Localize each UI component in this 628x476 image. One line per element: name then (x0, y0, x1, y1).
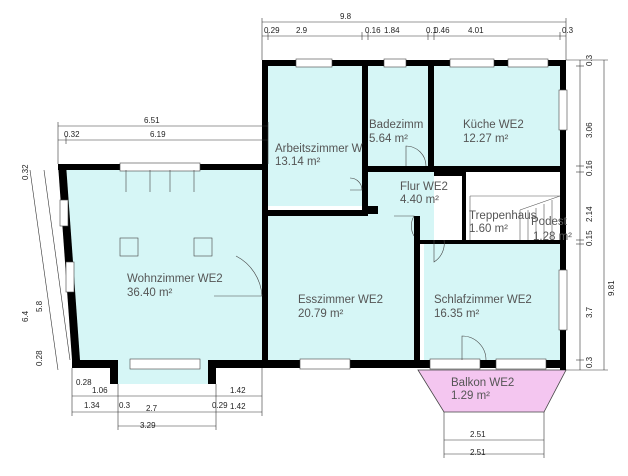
label-badezimmer: Badezimm (369, 119, 423, 131)
dim-side-0-32: 0.32 (21, 164, 30, 180)
esszimmer-fill (268, 216, 414, 360)
dim-right-0-3a: 0.3 (585, 54, 594, 66)
windows (59, 58, 568, 370)
label-flur: Flur WE2 (400, 181, 448, 193)
dim-bot-2-51b: 2.51 (470, 448, 486, 457)
dim-top-0-16: 0.16 (365, 26, 381, 35)
area-podest: 1.28 m² (533, 231, 572, 243)
dim-top-total: 9.8 (340, 12, 352, 21)
dimension-labels: 9.8 0.29 2.9 0.16 1.84 0.1 0.46 4.01 0.3… (21, 12, 616, 457)
label-schlafzimmer: Schlafzimmer WE2 (434, 294, 532, 306)
dim-bot-2-51a: 2.51 (470, 430, 486, 439)
label-wohnzimmer: Wohnzimmer WE2 (127, 273, 223, 285)
dim-top-2-9: 2.9 (296, 26, 308, 35)
dim-bot-0-29: 0.29 (212, 401, 228, 410)
dim-top-4-01: 4.01 (468, 26, 484, 35)
dim-bot-0-3: 0.3 (119, 401, 131, 410)
dim-side-6-4: 6.4 (21, 310, 30, 322)
room-fills (64, 66, 567, 413)
arbeitszimmer-fill (268, 66, 362, 206)
dim-left-6-19: 6.19 (150, 130, 166, 139)
label-treppenhaus: Treppenhaus (469, 210, 537, 222)
dim-bot-1-06: 1.06 (92, 386, 108, 395)
area-esszimmer: 20.79 m² (298, 308, 344, 320)
area-flur: 4.40 m² (400, 194, 439, 206)
area-badezimmer: 5.64 m² (369, 133, 408, 145)
room-labels: Arbeitszimmer W 13.14 m² Badezimm 5.64 m… (127, 119, 572, 402)
dim-right-0-3b: 0.3 (585, 356, 594, 368)
dim-bot-3-29: 3.29 (140, 421, 156, 430)
dim-top-0-46: 0.46 (434, 26, 450, 35)
dim-left-0-32: 0.32 (64, 130, 80, 139)
dim-right-2-14: 2.14 (585, 206, 594, 222)
area-treppenhaus: 1.60 m² (469, 223, 508, 235)
dim-left-6-51: 6.51 (144, 116, 160, 125)
dimension-lines (29, 18, 608, 458)
dim-bot-1-34: 1.34 (84, 401, 100, 410)
kueche-fill (434, 66, 560, 166)
dim-bot-2-7: 2.7 (146, 404, 158, 413)
dim-side-5-8: 5.8 (35, 300, 44, 312)
schlafzimmer-fill (424, 244, 560, 360)
dim-right-3-06: 3.06 (585, 122, 594, 138)
label-kueche: Küche WE2 (463, 119, 524, 131)
dim-right-9-81: 9.81 (607, 280, 616, 296)
area-kueche: 12.27 m² (463, 133, 509, 145)
label-podest: Podest (531, 216, 568, 228)
label-balkon: Balkon WE2 (451, 377, 514, 389)
dim-side-0-28: 0.28 (35, 350, 44, 366)
dim-bot-1-42b: 1.42 (230, 402, 246, 411)
area-schlafzimmer: 16.35 m² (434, 308, 480, 320)
label-arbeitszimmer: Arbeitszimmer W (275, 143, 363, 155)
dim-right-3-7: 3.7 (585, 306, 594, 318)
badezimmer-fill (368, 66, 428, 166)
dim-right-0-15: 0.15 (585, 230, 594, 246)
area-balkon: 1.29 m² (451, 390, 490, 402)
wohnzimmer-fill (64, 170, 262, 384)
dim-bot-0-28: 0.28 (76, 378, 92, 387)
area-wohnzimmer: 36.40 m² (127, 287, 173, 299)
dim-top-0-1: 0.1 (426, 26, 438, 35)
dim-bot-1-42a: 1.42 (230, 386, 246, 395)
stairs (469, 195, 561, 240)
dim-right-0-16: 0.16 (585, 160, 594, 176)
dim-top-1-84: 1.84 (384, 26, 400, 35)
label-esszimmer: Esszimmer WE2 (298, 294, 383, 306)
dim-top-0-29: 0.29 (264, 26, 280, 35)
dim-top-0-3: 0.3 (562, 26, 574, 35)
area-arbeitszimmer: 13.14 m² (275, 156, 321, 168)
doors (119, 145, 487, 361)
